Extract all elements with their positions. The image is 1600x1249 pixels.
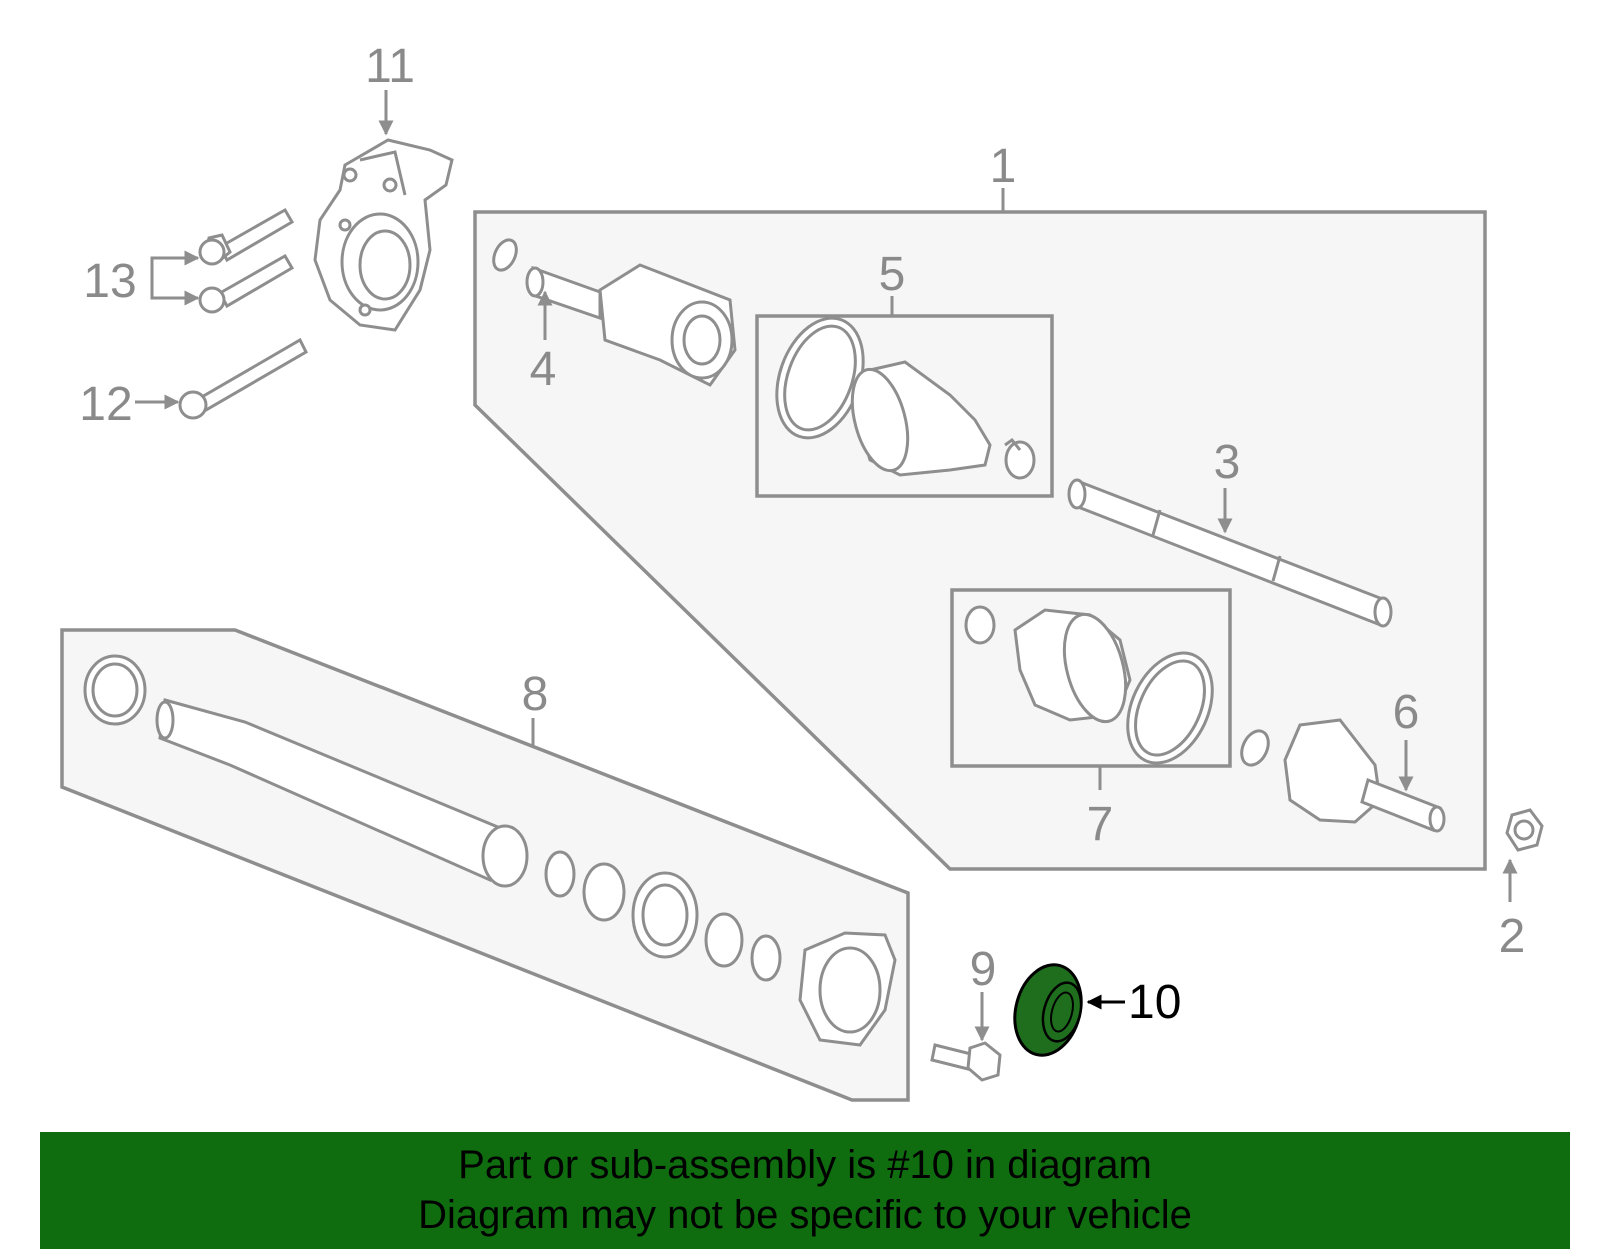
banner-line-2: Diagram may not be specific to your vehi… [418, 1193, 1192, 1237]
callout-7: 7 [1087, 798, 1114, 851]
callout-12: 12 [79, 378, 132, 431]
callout-2: 2 [1499, 910, 1526, 963]
callout-4: 4 [530, 343, 557, 396]
part-10-highlighted-seal [1013, 963, 1083, 1057]
part-6-outer-joint [1240, 718, 1446, 833]
part-4-inner-joint [492, 238, 737, 387]
callout-8: 8 [522, 668, 549, 721]
callout-9: 9 [970, 943, 997, 996]
callout-5: 5 [879, 248, 906, 301]
callout-13: 13 [83, 255, 136, 308]
part-9-bolt [930, 1041, 1002, 1082]
callout-1: 1 [990, 140, 1017, 193]
part-8-intermediate-shaft [83, 654, 897, 1047]
part-5-boot-kit [775, 316, 1036, 480]
callout-10: 10 [1128, 976, 1181, 1029]
callout-11: 11 [365, 40, 415, 93]
callout-3: 3 [1214, 436, 1241, 489]
assembly-1-frame [473, 210, 1487, 871]
part-2-nut [1505, 808, 1544, 852]
callout-6: 6 [1393, 686, 1420, 739]
part-7-boot-kit [964, 605, 1214, 765]
part-13-bolts [198, 207, 295, 314]
part-11-knuckle [313, 138, 454, 332]
leader-13 [150, 256, 198, 298]
info-banner: Part or sub-assembly is #10 in diagram D… [40, 1132, 1570, 1249]
part-3-shaft [1067, 478, 1393, 628]
part-12-bolt [178, 337, 308, 420]
banner-line-1: Part or sub-assembly is #10 in diagram [458, 1143, 1152, 1187]
